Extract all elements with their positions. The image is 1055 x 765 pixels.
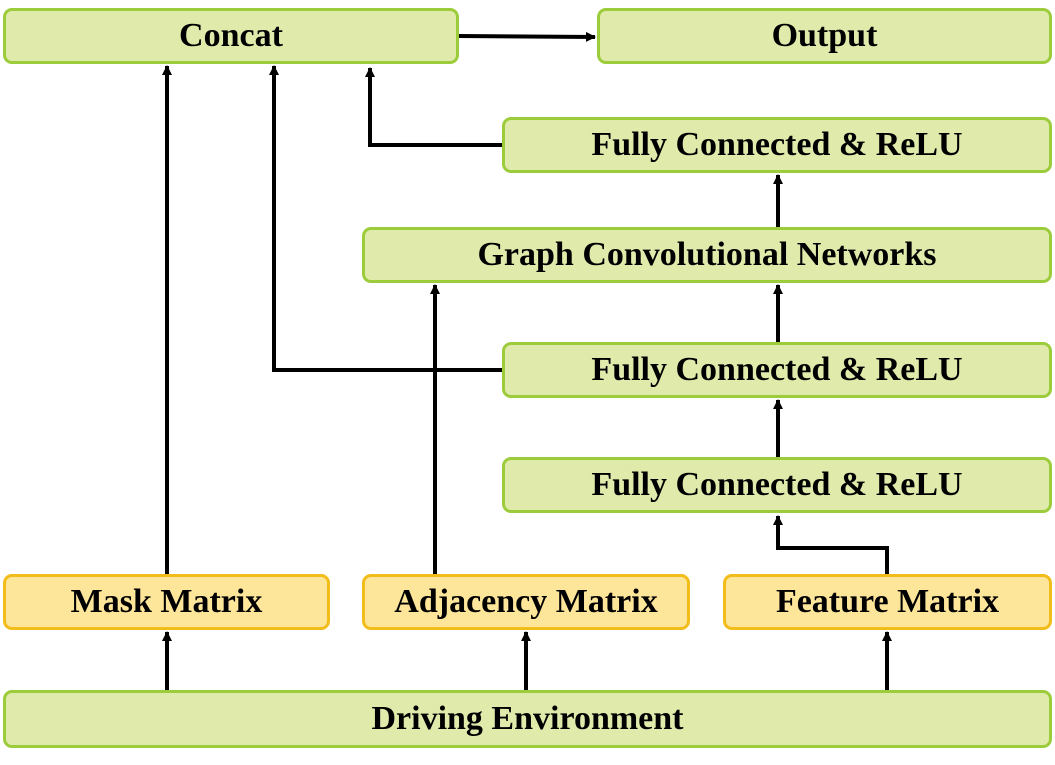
- edge-fc-mid-to-concat: [269, 65, 502, 372]
- edge-concat-to-output: [458, 31, 596, 42]
- output-node: Output: [597, 8, 1052, 64]
- fc-relu-top-node: Fully Connected & ReLU: [502, 117, 1052, 173]
- fc-relu-low-node: Fully Connected & ReLU: [502, 457, 1052, 513]
- mask-matrix-node: Mask Matrix: [3, 574, 330, 630]
- concat-node: Concat: [3, 8, 459, 64]
- fc-relu-mid-node: Fully Connected & ReLU: [502, 342, 1052, 398]
- edge-feature-to-fc-low: [773, 515, 889, 574]
- feature-matrix-node: Feature Matrix: [723, 574, 1052, 630]
- edge-fc-top-to-concat: [365, 67, 502, 147]
- driving-environment-node: Driving Environment: [3, 690, 1052, 748]
- gcn-node: Graph Convolutional Networks: [362, 227, 1052, 283]
- adjacency-matrix-node: Adjacency Matrix: [362, 574, 690, 630]
